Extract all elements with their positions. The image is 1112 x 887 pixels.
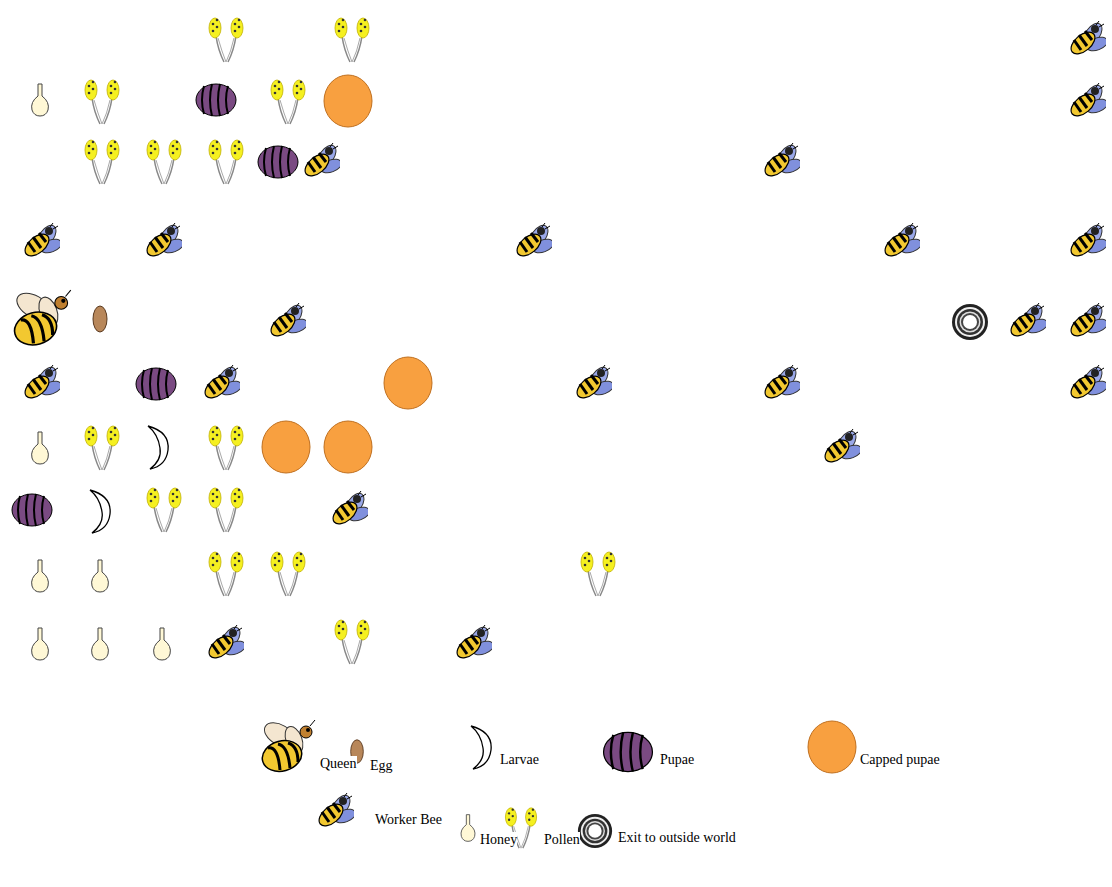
honey-icon — [32, 560, 49, 592]
legend-pupa-icon — [604, 732, 653, 771]
worker-bee-icon — [1067, 222, 1109, 260]
legend-label: Egg — [370, 758, 393, 774]
legend-label: Pollen — [544, 832, 580, 848]
legend-worker-bee-icon — [315, 792, 357, 830]
worker-bee-icon — [453, 624, 495, 662]
capped-pupa-icon — [324, 421, 372, 473]
capped-pupa-icon — [384, 357, 432, 409]
legend-label: Pupae — [660, 752, 694, 768]
legend-exit-icon — [578, 814, 612, 848]
legend-label: Honey — [480, 832, 517, 848]
worker-bee-icon — [821, 428, 863, 466]
worker-bee-icon — [513, 222, 555, 260]
honey-icon — [32, 432, 49, 464]
honey-icon — [154, 628, 171, 660]
pollen-icon — [335, 620, 369, 664]
larva-icon — [90, 490, 110, 533]
worker-bee-icon — [1007, 302, 1049, 340]
pollen-icon — [209, 18, 243, 62]
honey-icon — [92, 628, 109, 660]
queen-icon — [11, 288, 71, 350]
honey-icon — [32, 84, 49, 116]
exit-icon — [952, 304, 988, 340]
pollen-icon — [209, 488, 243, 532]
capped-pupa-icon — [262, 421, 310, 473]
worker-bee-icon — [1067, 20, 1109, 58]
pollen-icon — [209, 426, 243, 470]
worker-bee-icon — [761, 364, 803, 402]
pollen-icon — [85, 80, 119, 124]
worker-bee-icon — [573, 364, 615, 402]
worker-bee-icon — [329, 490, 371, 528]
legend-label: Exit to outside world — [618, 830, 736, 846]
pollen-icon — [209, 140, 243, 184]
pupa-icon — [12, 494, 52, 526]
legend-capped-icon — [808, 721, 856, 773]
legend-label: Worker Bee — [375, 812, 442, 828]
legend-label: Larvae — [500, 752, 539, 768]
worker-bee-icon — [1067, 82, 1109, 120]
worker-bee-icon — [1067, 364, 1109, 402]
pollen-icon — [147, 488, 181, 532]
pollen-icon — [209, 552, 243, 596]
honey-icon — [32, 628, 49, 660]
larva-icon — [148, 426, 168, 469]
worker-bee-icon — [881, 222, 923, 260]
legend-larva-icon — [471, 726, 491, 769]
pollen-icon — [271, 552, 305, 596]
pollen-icon — [85, 140, 119, 184]
worker-bee-icon — [143, 222, 185, 260]
legend-queen-icon — [259, 718, 315, 776]
legend-label: Capped pupae — [860, 752, 940, 768]
worker-bee-icon — [201, 364, 243, 402]
pollen-icon — [581, 552, 615, 596]
legend-label: Queen — [320, 756, 357, 772]
pollen-icon — [147, 140, 181, 184]
pollen-icon — [85, 426, 119, 470]
pollen-icon — [335, 18, 369, 62]
worker-bee-icon — [21, 364, 63, 402]
worker-bee-icon — [1067, 302, 1109, 340]
pollen-icon — [271, 80, 305, 124]
pupa-icon — [196, 84, 236, 116]
egg-icon — [93, 306, 107, 332]
worker-bee-icon — [301, 142, 343, 180]
honey-icon — [92, 560, 109, 592]
capped-pupa-icon — [324, 75, 372, 127]
worker-bee-icon — [205, 624, 247, 662]
pupa-icon — [258, 146, 298, 178]
worker-bee-icon — [21, 222, 63, 260]
legend-honey-icon — [461, 815, 475, 842]
worker-bee-icon — [267, 302, 309, 340]
worker-bee-icon — [761, 142, 803, 180]
pupa-icon — [136, 368, 176, 400]
